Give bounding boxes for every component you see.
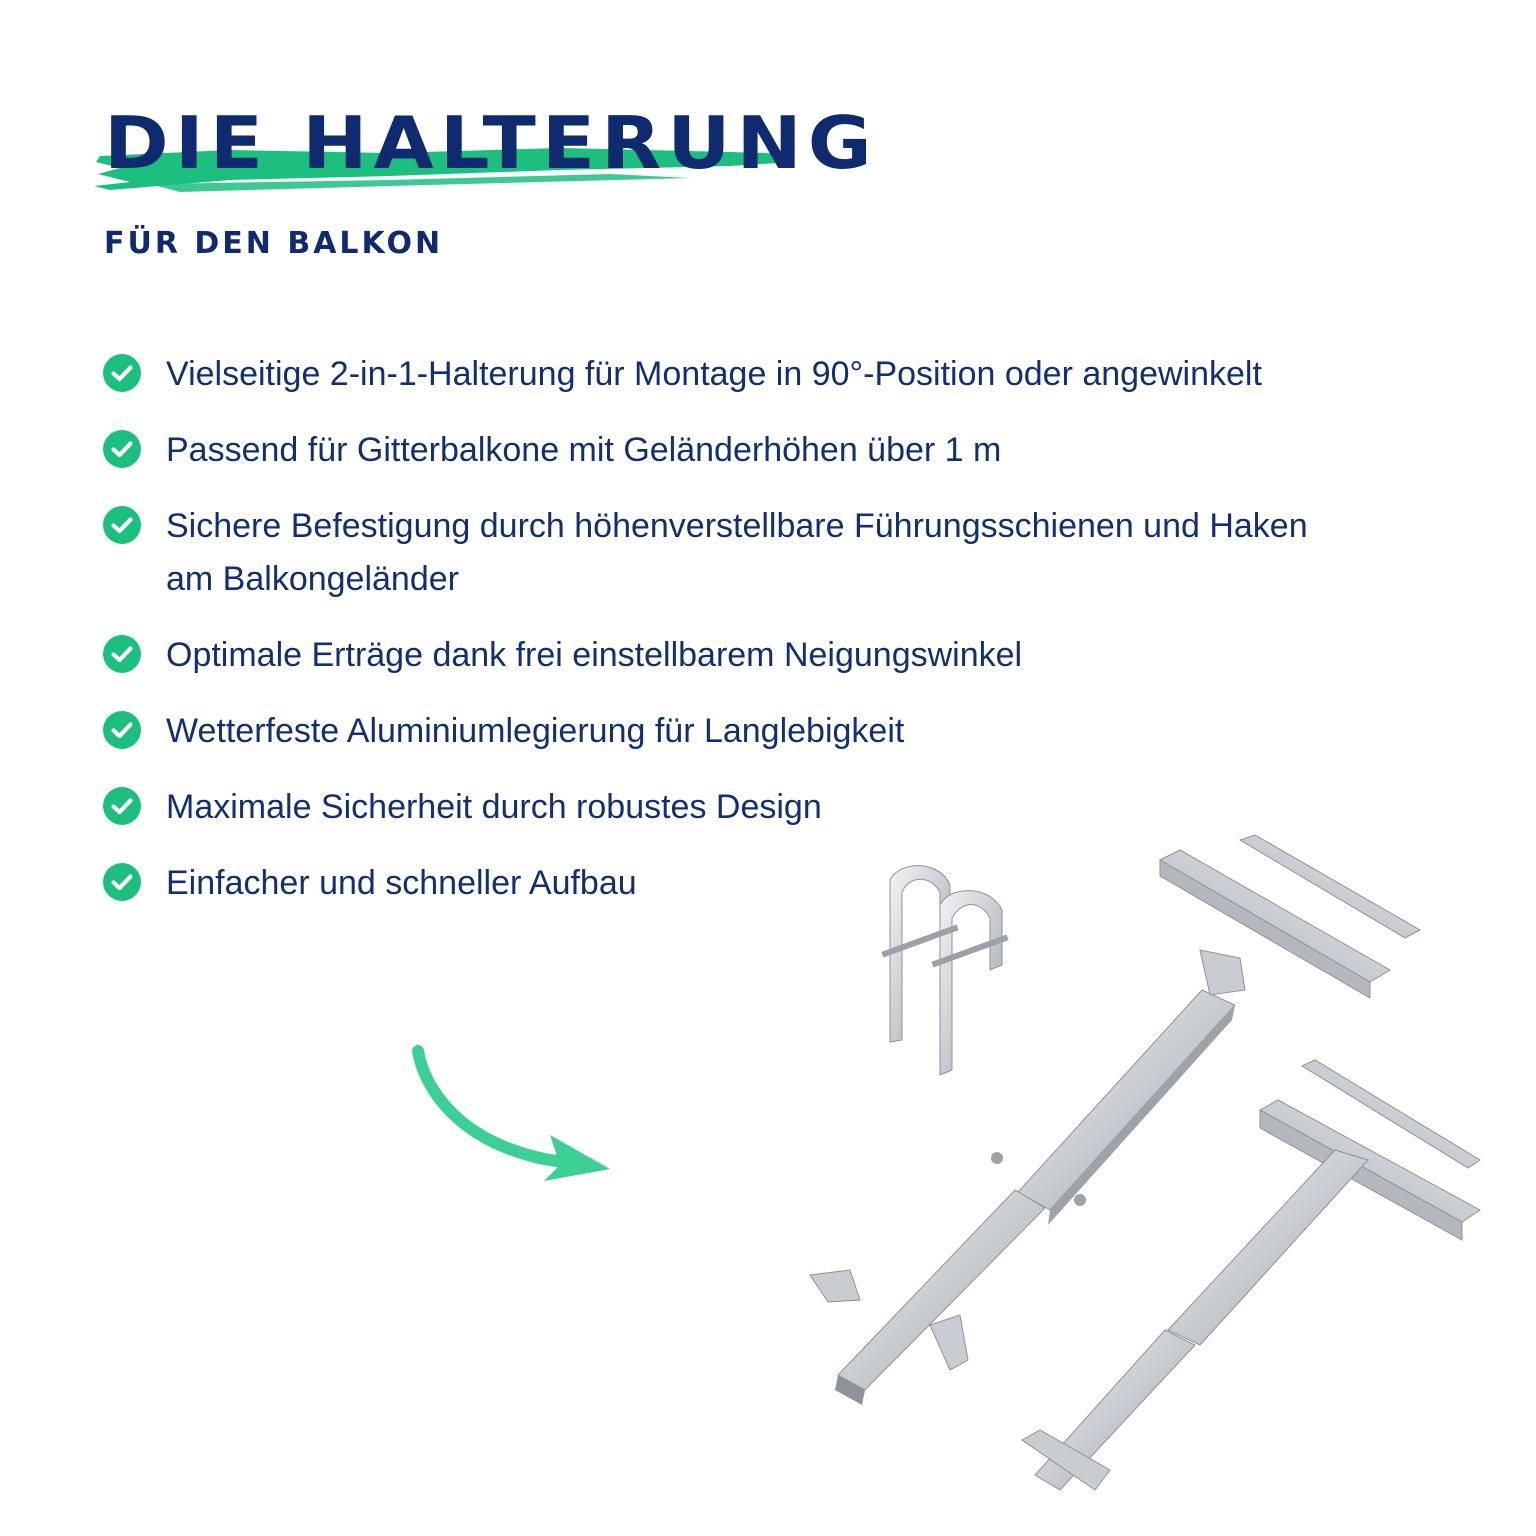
check-circle-icon [103, 711, 141, 749]
feature-text: Vielseitige 2-in-1-Halterung für Montage… [166, 355, 1262, 393]
feature-item: Passend für Gitterbalkone mit Geländerhö… [100, 424, 1440, 477]
feature-item: Vielseitige 2-in-1-Halterung für Montage… [100, 348, 1440, 401]
check-circle-icon [103, 635, 141, 673]
balcony-mount-bracket-image [809, 834, 1481, 1491]
check-circle-icon [103, 506, 141, 544]
check-circle-icon [103, 863, 141, 901]
page-title: DIE HALTERUNG [104, 102, 878, 186]
feature-list: Vielseitige 2-in-1-Halterung für Montage… [100, 348, 1440, 933]
check-circle-icon [103, 354, 141, 392]
feature-text: Optimale Erträge dank frei einstellbarem… [166, 636, 1023, 674]
feature-item: Einfacher und schneller Aufbau [100, 857, 1440, 910]
feature-text: Maximale Sicherheit durch robustes Desig… [166, 788, 822, 826]
railing-hook [881, 865, 1009, 1076]
check-circle-icon [103, 430, 141, 468]
telescopic-arm-right [1021, 1149, 1369, 1491]
feature-text: Einfacher und schneller Aufbau [166, 864, 637, 902]
feature-text: Passend für Gitterbalkone mit Geländerhö… [166, 431, 1002, 469]
feature-text: Sichere Befestigung durch höhenverstellb… [166, 507, 1308, 598]
guide-rail [1158, 834, 1481, 1241]
feature-item: Sichere Befestigung durch höhenverstellb… [100, 500, 1440, 606]
check-circle-icon [103, 787, 141, 825]
telescopic-arm-left [835, 949, 1246, 1405]
brush-stroke-highlight [94, 148, 795, 192]
feature-item: Wetterfeste Aluminiumlegierung für Langl… [100, 705, 1440, 758]
page-subtitle: FÜR DEN BALKON [104, 226, 444, 261]
small-bracket-parts [809, 1152, 1086, 1371]
feature-item: Maximale Sicherheit durch robustes Desig… [100, 781, 1440, 834]
feature-item: Optimale Erträge dank frei einstellbarem… [100, 629, 1440, 682]
feature-text: Wetterfeste Aluminiumlegierung für Langl… [166, 712, 905, 750]
curved-arrow-icon [412, 1045, 610, 1181]
title-block: DIE HALTERUNG [90, 100, 872, 210]
